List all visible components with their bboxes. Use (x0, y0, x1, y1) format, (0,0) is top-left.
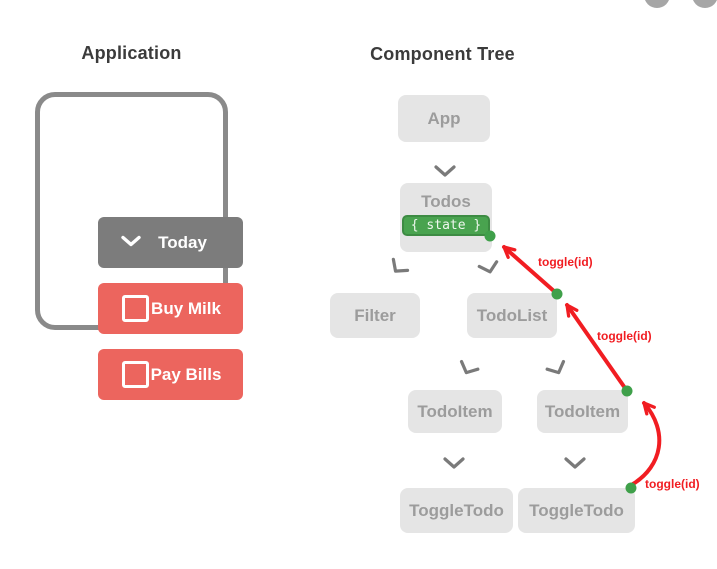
event-label-toggle-id: toggle(id) (538, 255, 593, 269)
event-arrow-toggletodo-to-todoitem (631, 401, 662, 486)
chevron-down-right-icon (477, 260, 499, 274)
application-heading: Application (81, 43, 182, 63)
state-badge: { state } (401, 215, 491, 236)
tree-node-todos: Todos { state } (400, 183, 492, 252)
chevron-down-icon (564, 457, 586, 469)
event-arrow-todolist-to-state (502, 245, 557, 294)
tree-node-toggletodo-right: ToggleTodo (518, 488, 635, 533)
chevron-down-right-icon (545, 359, 566, 375)
event-arrow-todoitem-to-todolist (565, 303, 627, 390)
app-mock-card: Today Buy Milk Pay Bills (35, 92, 243, 400)
tree-node-toggletodo-left: ToggleTodo (400, 488, 513, 533)
chevron-down-icon (443, 457, 465, 469)
todo-button-buy-milk[interactable]: Buy Milk (98, 283, 243, 334)
todo-button-pay-bills[interactable]: Pay Bills (98, 349, 243, 400)
todo-button-label: Buy Milk (151, 298, 221, 318)
carousel-next-button[interactable] (692, 0, 717, 8)
chevron-down-left-icon (391, 257, 410, 273)
unchecked-checkbox-icon (122, 295, 149, 322)
tree-node-todos-label: Todos (421, 192, 471, 211)
component-tree-heading: Component Tree (370, 44, 515, 64)
chevron-down-icon (120, 235, 142, 250)
tree-node-todolist: TodoList (467, 293, 557, 338)
carousel-prev-button[interactable] (644, 0, 670, 8)
tree-node-todoitem-right: TodoItem (537, 390, 628, 433)
chevron-down-icon (434, 165, 456, 177)
today-dropdown-button[interactable]: Today (98, 217, 243, 268)
todo-button-label: Pay Bills (150, 364, 222, 384)
event-label-toggle-id: toggle(id) (597, 329, 652, 343)
tree-node-filter: Filter (330, 293, 420, 338)
event-label-toggle-id: toggle(id) (645, 477, 700, 491)
tree-node-todoitem-left: TodoItem (408, 390, 502, 433)
chevron-down-left-icon (459, 359, 480, 375)
unchecked-checkbox-icon (122, 361, 149, 388)
tree-node-app: App (398, 95, 490, 142)
today-dropdown-label: Today (158, 232, 207, 252)
